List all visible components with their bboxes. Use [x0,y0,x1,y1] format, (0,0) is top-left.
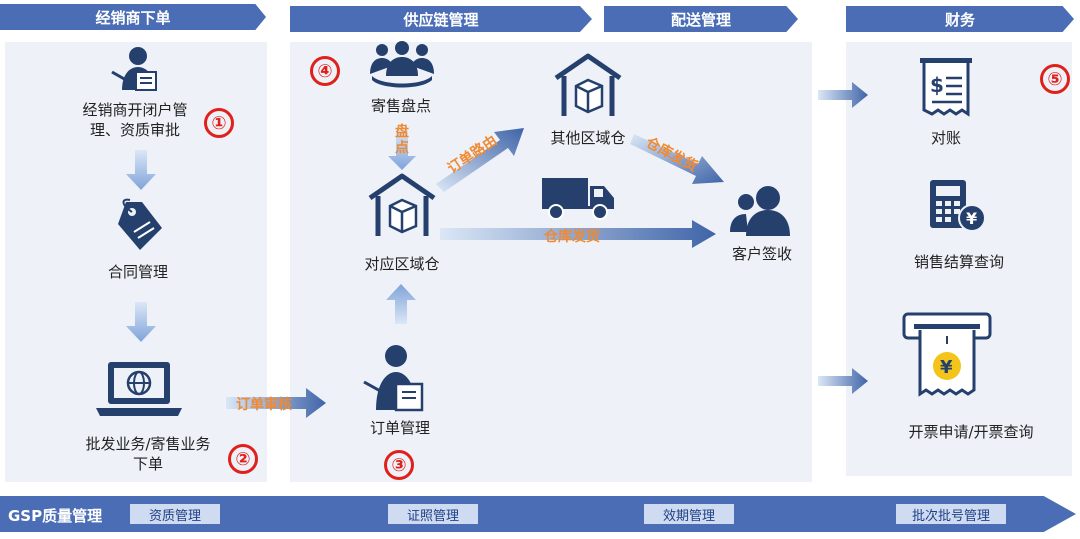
order-management-label: 订单管理 [369,419,430,437]
warehouse-ship-diag-arrow [630,134,724,184]
warehouse-icon [368,173,436,236]
header-distributor: 经销商下单 [0,4,266,30]
truck-icon [542,178,614,220]
calculator-icon: ¥ [930,180,986,232]
laptop-globe-icon [96,362,182,416]
svg-text:¥: ¥ [940,357,953,378]
gsp-item-expiry[interactable]: 效期管理 [644,504,734,524]
consign-inventory-label: 寄售盘点 [370,97,431,115]
finance-panel [846,42,1072,476]
warehouse-ship-mid-label: 仓库发货 [544,229,600,245]
down-arrow-2 [126,302,156,342]
inventory-flow-label: 盘点 [395,124,409,156]
header-distributor-label: 经销商下单 [95,8,171,27]
finance-arrow-top [818,82,868,108]
marker-2: ② [228,444,258,474]
svg-text:¥: ¥ [966,209,977,228]
gsp-title: GSP质量管理 [8,507,103,525]
finance-arrow-bottom [818,368,868,394]
header-supply-chain-label: 供应链管理 [403,10,479,29]
warehouse-ship-arrow [440,220,716,248]
contract-management-label: 合同管理 [107,263,168,281]
order-management-icon [363,345,424,412]
marker-4: ④ [310,56,340,86]
customer-icon [730,186,790,236]
header-delivery: 配送管理 [604,6,798,32]
marker-3: ③ [384,450,414,480]
contract-tag-icon [118,198,162,250]
order-review-arrow [226,388,326,418]
user-approval-icon [111,47,157,91]
header-finance-label: 财务 [944,10,975,29]
header-supply-chain: 供应链管理 [290,6,592,32]
marker-5: ⑤ [1040,64,1070,94]
gsp-item-batch[interactable]: 批次批号管理 [896,504,1006,524]
marker-1: ① [204,108,234,138]
account-approval-label: 经销商开闭户管理、资质审批 [82,101,188,139]
header-finance: 财务 [846,6,1074,32]
reconcile-label: 对账 [930,129,961,147]
gsp-item-qualification[interactable]: 资质管理 [130,504,220,524]
gsp-item-license[interactable]: 证照管理 [388,504,478,524]
receipt-icon: $ [920,58,972,117]
svg-text:$: $ [930,73,944,97]
order-review-label: 订单审核 [236,397,292,413]
team-inventory-icon [370,41,434,88]
up-arrow [386,284,416,324]
other-warehouse-label: 其他区域仓 [550,129,626,147]
order-routing-arrow [436,128,524,192]
other-warehouse-icon [554,53,622,116]
settlement-query-label: 销售结算查询 [913,253,1004,271]
header-delivery-label: 配送管理 [670,10,731,29]
customer-receipt-label: 客户签收 [731,245,792,263]
invoice-label: 开票申请/开票查询 [908,423,1034,441]
invoice-machine-icon: ¥ [902,312,992,397]
order-placement-label: 批发业务/寄售业务下单 [85,435,211,473]
region-warehouse-label: 对应区域仓 [364,255,440,273]
inventory-down-arrow [388,130,416,170]
down-arrow-1 [126,150,156,190]
